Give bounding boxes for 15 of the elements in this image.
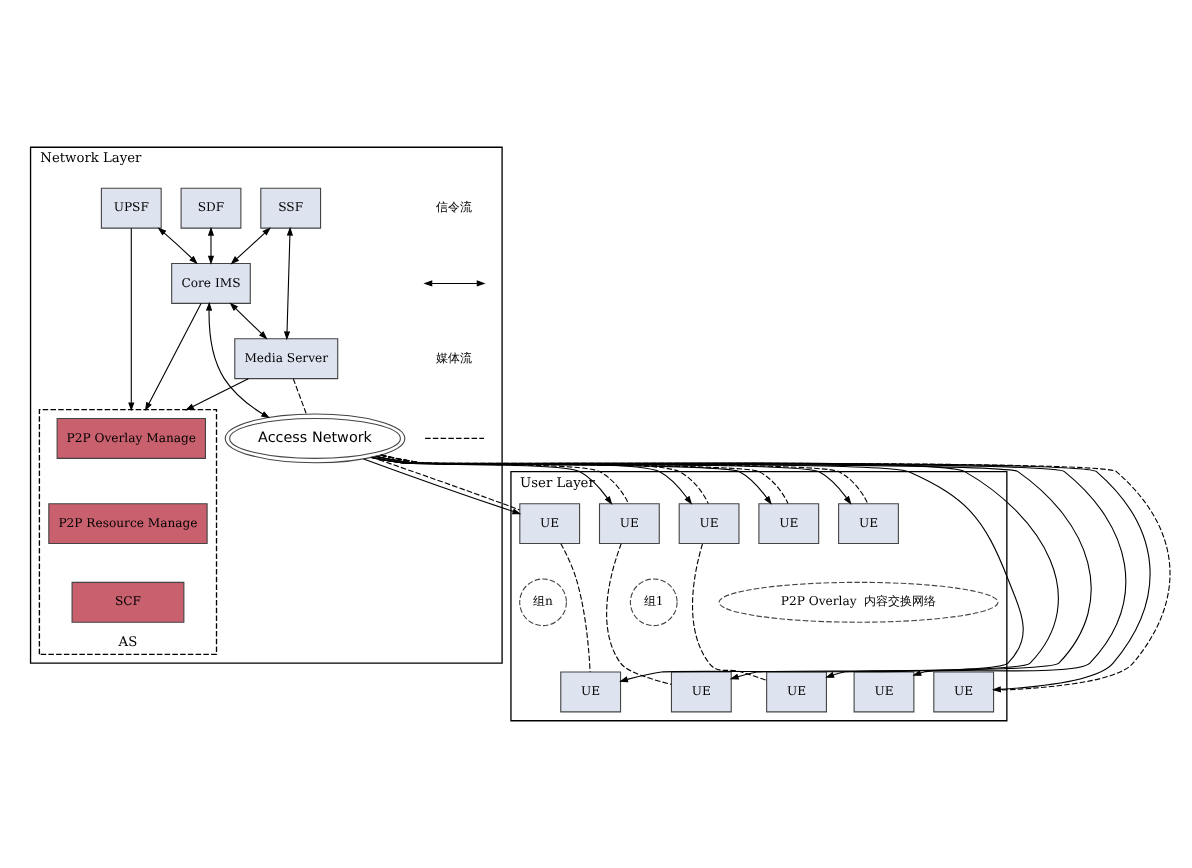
connector [371,456,521,511]
arrow [157,227,198,265]
connector [692,543,768,681]
arrow [283,226,293,341]
arrow [230,227,271,265]
connector [606,543,672,685]
arrow [229,302,268,340]
arrow [144,303,202,412]
connector [292,378,307,415]
connector [560,543,591,673]
arrow [185,378,249,411]
arrow [363,458,522,515]
arrow [205,301,271,419]
arrow [207,226,215,265]
arrow [128,227,135,412]
